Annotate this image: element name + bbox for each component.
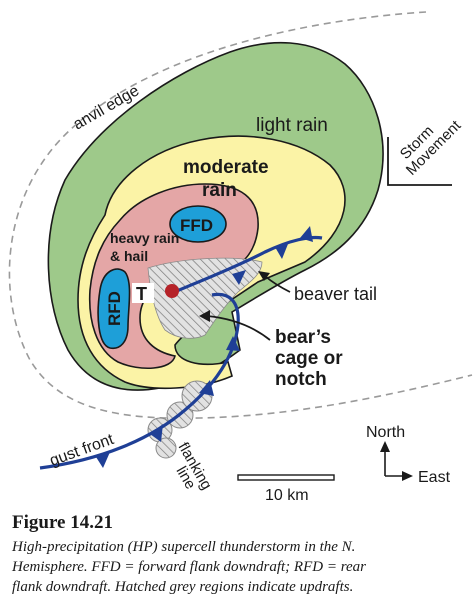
gust-front-label: gust front [48, 431, 117, 470]
east-label: East [418, 469, 451, 486]
north-label: North [366, 424, 405, 441]
figure-caption: High-precipitation (HP) supercell thunde… [12, 537, 464, 597]
updraft-hatched-region [147, 257, 263, 339]
cold-front-barbs [96, 226, 313, 468]
beaver-tail-arrow [264, 275, 291, 293]
scale-label: 10 km [265, 487, 309, 504]
rfd-region [97, 268, 131, 350]
bears-cage-label-2: cage or [275, 348, 343, 369]
moderate-rain-label-1: moderate [183, 157, 269, 178]
bears-cage-arrow [206, 315, 271, 341]
moderate-rain-label-2: rain [202, 180, 237, 201]
tornado-marker [165, 284, 179, 298]
ffd-label: FFD [180, 216, 213, 235]
caption-line-2: Hemisphere. FFD = forward flank downdraf… [12, 559, 366, 575]
beaver-tail-arrowhead [258, 271, 270, 281]
bears-cage-arrowhead [199, 310, 210, 322]
caption-line-3: flank downdraft. Hatched grey regions in… [12, 579, 354, 595]
anvil-edge-outline [8, 11, 473, 420]
ffd-region [169, 205, 227, 243]
tornado-label-box [132, 283, 154, 303]
bears-cage-label-1: bear’s [275, 327, 331, 348]
figure-title: Figure 14.21 [12, 512, 113, 533]
compass [380, 441, 413, 481]
rfd-label: RFD [105, 291, 124, 326]
beaver-tail-label: beaver tail [294, 284, 377, 304]
storm-movement-arrow [387, 137, 452, 186]
heavy-rain-label-1: heavy rain [110, 230, 179, 246]
caption-line-1: High-precipitation (HP) supercell thunde… [12, 539, 356, 555]
scale-bar [237, 474, 335, 481]
tornado-label: T [136, 284, 147, 304]
bears-cage-label-3: notch [275, 369, 327, 390]
heavy-rain-label-2: & hail [110, 248, 148, 264]
supercell-diagram: anvil edge light rain moderate rain heav… [8, 11, 473, 504]
light-rain-label: light rain [256, 115, 328, 136]
